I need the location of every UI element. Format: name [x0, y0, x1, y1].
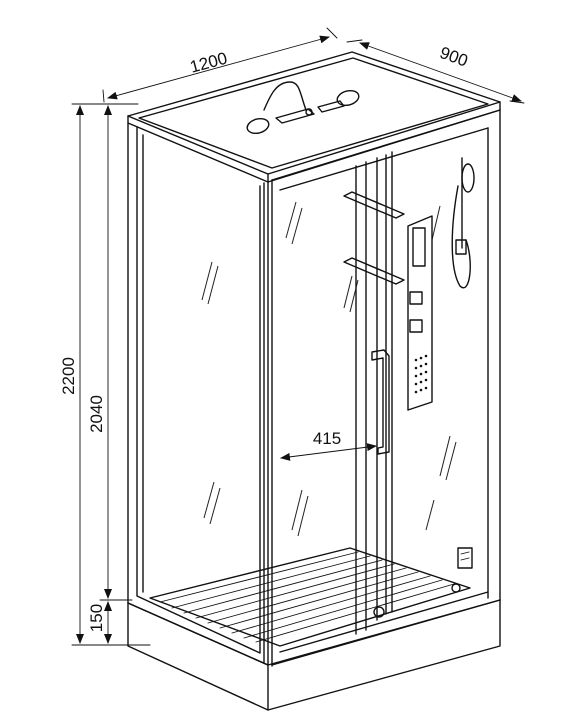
dimension-labels: 1200 900 2200 2040 150 415: [59, 43, 470, 632]
side-panel: [127, 122, 273, 667]
hand-shower-head-icon: [461, 163, 475, 193]
width-ext-right: [326, 27, 338, 39]
roof-light-right-icon: [336, 89, 360, 107]
front-panel: [271, 109, 501, 666]
door-opening-label: 415: [313, 429, 341, 448]
control-knob-lower-icon: [409, 319, 423, 333]
cabin-height-label: 2040: [87, 395, 106, 433]
base-height-label: 150: [87, 604, 106, 632]
width-dimension-line: [107, 35, 330, 100]
side-glass-reflections: [201, 261, 221, 525]
control-display-icon: [412, 227, 426, 267]
base: [127, 599, 501, 711]
control-knob-upper-icon: [409, 291, 423, 305]
roof-speaker-left-icon: [275, 108, 315, 124]
roof: [127, 51, 501, 183]
dimension-lines: [71, 27, 525, 646]
front-top-rail-inner: [279, 127, 489, 191]
depth-ext-right: [509, 100, 525, 104]
width-label: 1200: [188, 49, 229, 77]
roof-light-left-icon: [246, 117, 270, 135]
front-bottom-rail-inner: [279, 591, 489, 653]
depth-ext-left: [346, 39, 363, 43]
radio-control-icon: [457, 547, 473, 569]
massage-jets-icon: [414, 354, 428, 394]
door-handle-icon: [371, 349, 390, 455]
total-height-label: 2200: [59, 357, 78, 395]
floor-drain-icon: [373, 606, 385, 618]
side-frame-outer: [127, 122, 269, 666]
width-ext-left: [102, 89, 105, 103]
overhead-nozzle-icon: [305, 108, 313, 116]
base-top-edge: [127, 599, 501, 666]
depth-dimension-line: [359, 42, 522, 102]
lower-shelf-icon: [343, 257, 405, 285]
door-opening-dimension-line: [280, 443, 377, 461]
shower-holder-icon: [455, 239, 467, 255]
interior-fixtures: [343, 157, 475, 593]
front-top-rail: [271, 109, 501, 181]
floor-tray: [149, 547, 471, 647]
control-column: [407, 215, 433, 411]
floor-slats: [159, 551, 455, 643]
shower-hose-icon: [451, 185, 471, 289]
overhead-hose-line: [263, 81, 307, 111]
roof-front-edge: [127, 115, 269, 183]
roof-speaker-right-icon: [317, 100, 345, 113]
upper-shelf-icon: [343, 191, 405, 219]
tray-outline: [149, 547, 471, 647]
front-glass-reflections: [285, 201, 457, 537]
side-frame-inner: [136, 126, 261, 654]
depth-label: 900: [437, 43, 470, 71]
roof-inner-rim: [138, 57, 489, 169]
